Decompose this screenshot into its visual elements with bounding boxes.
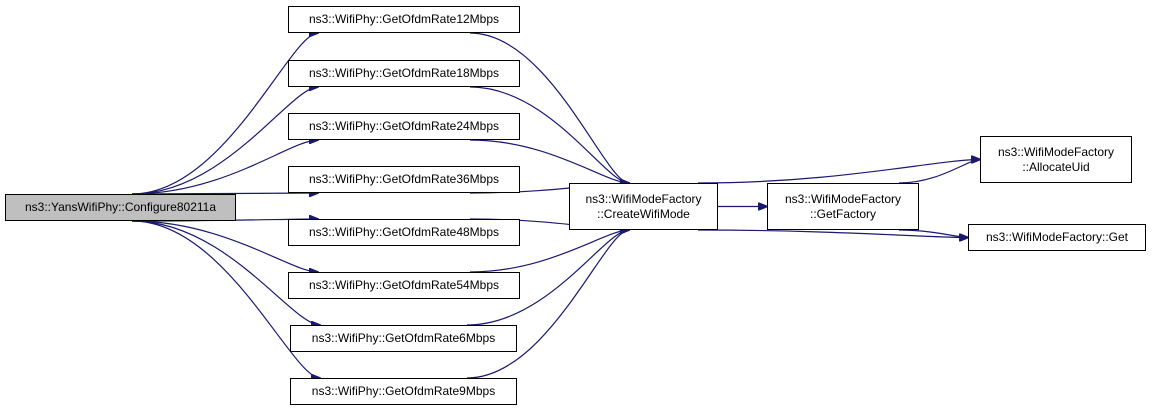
- node-getofdmrate36mbps[interactable]: ns3::WifiPhy::GetOfdmRate36Mbps: [288, 166, 520, 193]
- edge-getfactory-to-get: [898, 229, 968, 238]
- edge-configure-to-rate9: [132, 220, 320, 378]
- edge-rate6-to-createwifimode: [466, 230, 629, 326]
- edge-createwifimode-to-allocateuid: [697, 160, 980, 184]
- node-getofdmrate48mbps-label: ns3::WifiPhy::GetOfdmRate48Mbps: [308, 225, 500, 239]
- node-getfactory-label-line1: ns3::WifiModeFactory: [784, 191, 902, 206]
- node-createwifimode-label-line2: ::CreateWifiMode: [597, 206, 690, 221]
- node-getofdmrate9mbps[interactable]: ns3::WifiPhy::GetOfdmRate9Mbps: [290, 378, 517, 405]
- node-configure80211a[interactable]: ns3::YansWifiPhy::Configure80211a: [5, 194, 236, 221]
- edge-configure-to-rate6: [132, 220, 320, 325]
- node-get[interactable]: ns3::WifiModeFactory::Get: [968, 224, 1146, 251]
- edge-rate9-to-createwifimode: [466, 230, 629, 379]
- node-get-label: ns3::WifiModeFactory::Get: [985, 230, 1129, 244]
- edge-rate12-to-createwifimode: [469, 32, 629, 183]
- node-getofdmrate12mbps[interactable]: ns3::WifiPhy::GetOfdmRate12Mbps: [288, 6, 520, 33]
- node-getofdmrate6mbps-label: ns3::WifiPhy::GetOfdmRate6Mbps: [311, 331, 496, 345]
- node-getofdmrate18mbps[interactable]: ns3::WifiPhy::GetOfdmRate18Mbps: [288, 60, 520, 87]
- node-getofdmrate54mbps-label: ns3::WifiPhy::GetOfdmRate54Mbps: [308, 278, 500, 292]
- edge-configure-to-rate12: [132, 33, 318, 195]
- edge-rate54-to-createwifimode: [469, 230, 629, 273]
- node-getofdmrate54mbps[interactable]: ns3::WifiPhy::GetOfdmRate54Mbps: [288, 272, 520, 299]
- node-allocateuid-label-line1: ns3::WifiModeFactory: [997, 144, 1115, 159]
- node-getofdmrate48mbps[interactable]: ns3::WifiPhy::GetOfdmRate48Mbps: [288, 219, 520, 246]
- edge-configure-to-rate24: [132, 140, 318, 195]
- edge-rate24-to-createwifimode: [469, 139, 629, 183]
- node-getofdmrate12mbps-label: ns3::WifiPhy::GetOfdmRate12Mbps: [308, 12, 500, 26]
- node-configure80211a-label: ns3::YansWifiPhy::Configure80211a: [25, 200, 216, 214]
- node-getofdmrate9mbps-label: ns3::WifiPhy::GetOfdmRate9Mbps: [311, 384, 496, 398]
- node-getofdmrate18mbps-label: ns3::WifiPhy::GetOfdmRate18Mbps: [308, 66, 500, 80]
- node-getofdmrate36mbps-label: ns3::WifiPhy::GetOfdmRate36Mbps: [308, 172, 500, 186]
- edge-rate18-to-createwifimode: [469, 86, 629, 183]
- edge-configure-to-rate18: [132, 87, 318, 195]
- node-getofdmrate6mbps[interactable]: ns3::WifiPhy::GetOfdmRate6Mbps: [290, 325, 517, 352]
- edge-configure-to-rate36: [132, 193, 318, 194]
- edge-getfactory-to-allocateuid: [898, 160, 980, 184]
- node-createwifimode[interactable]: ns3::WifiModeFactory ::CreateWifiMode: [569, 183, 718, 230]
- node-getofdmrate24mbps-label: ns3::WifiPhy::GetOfdmRate24Mbps: [308, 119, 500, 133]
- node-allocateuid[interactable]: ns3::WifiModeFactory ::AllocateUid: [980, 136, 1132, 183]
- node-getfactory[interactable]: ns3::WifiModeFactory ::GetFactory: [767, 183, 919, 230]
- edge-createwifimode-to-get: [697, 229, 968, 238]
- edge-configure-to-rate54: [132, 220, 318, 272]
- node-allocateuid-label-line2: ::AllocateUid: [1022, 159, 1090, 174]
- node-createwifimode-label-line1: ns3::WifiModeFactory: [585, 191, 702, 206]
- node-getfactory-label-line2: ::GetFactory: [809, 206, 877, 221]
- node-getofdmrate24mbps[interactable]: ns3::WifiPhy::GetOfdmRate24Mbps: [288, 113, 520, 140]
